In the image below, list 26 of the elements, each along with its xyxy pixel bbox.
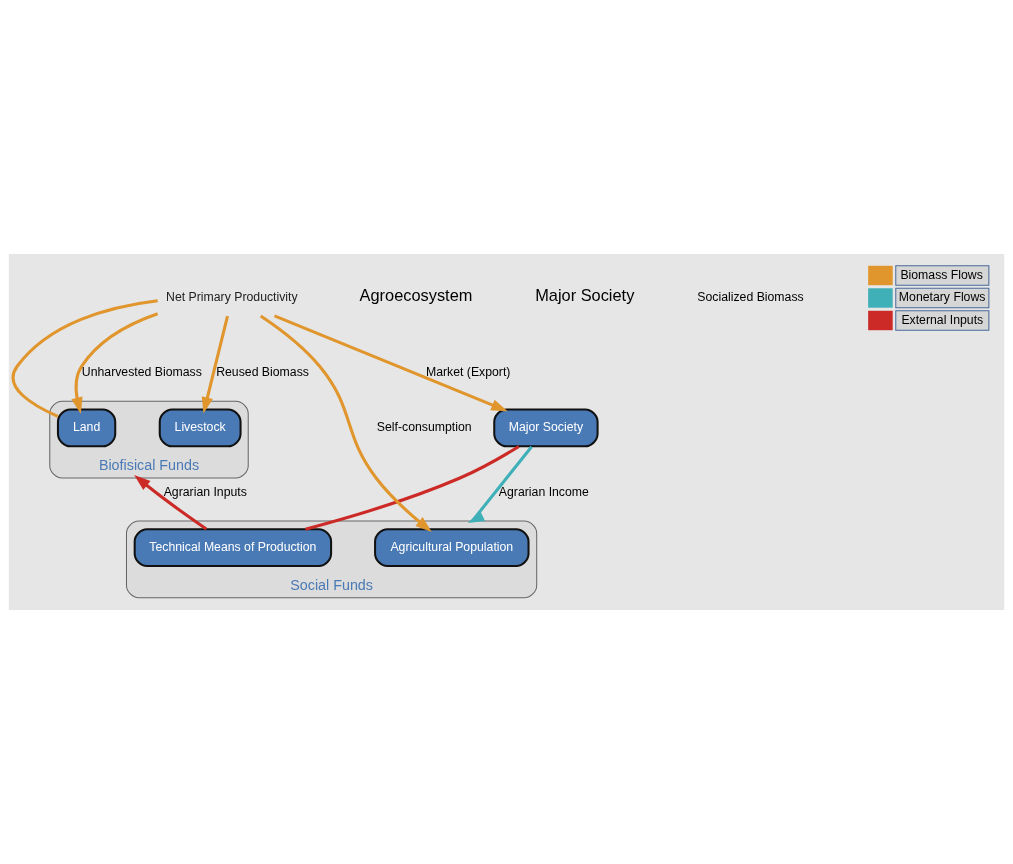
node-box: Major Society [493, 408, 599, 448]
edge-label: Unharvested Biomass [81, 365, 202, 380]
node-box: Livestock [158, 408, 242, 448]
arrow [71, 312, 159, 414]
arrow [201, 315, 229, 414]
node-text: Net Primary Productivity [166, 289, 298, 304]
node-box: Technical Means of Production [133, 528, 333, 568]
legend-label: Biomass Flows [900, 267, 983, 282]
arrow [467, 445, 533, 523]
legend-label: External Inputs [901, 312, 984, 327]
connector [11, 299, 158, 418]
arrow [259, 314, 432, 532]
edge-label: Market (Export) [425, 365, 511, 380]
legend-label: Monetary Flows [898, 290, 986, 305]
node-box: Agricultural Population [374, 528, 530, 568]
arrow [273, 314, 508, 412]
label: Socialized Biomass [697, 289, 804, 304]
arrow [134, 475, 208, 531]
edge-label: Agrarian Income [498, 485, 589, 500]
label: Major Society [535, 286, 635, 305]
connector [305, 445, 520, 531]
edge-label: Self-consumption [376, 420, 472, 435]
edge-label: Agrarian Inputs [163, 485, 247, 500]
label: Agroecosystem [359, 286, 473, 305]
node-box: Land [56, 408, 117, 448]
edge-label: Reused Biomass [216, 365, 309, 380]
